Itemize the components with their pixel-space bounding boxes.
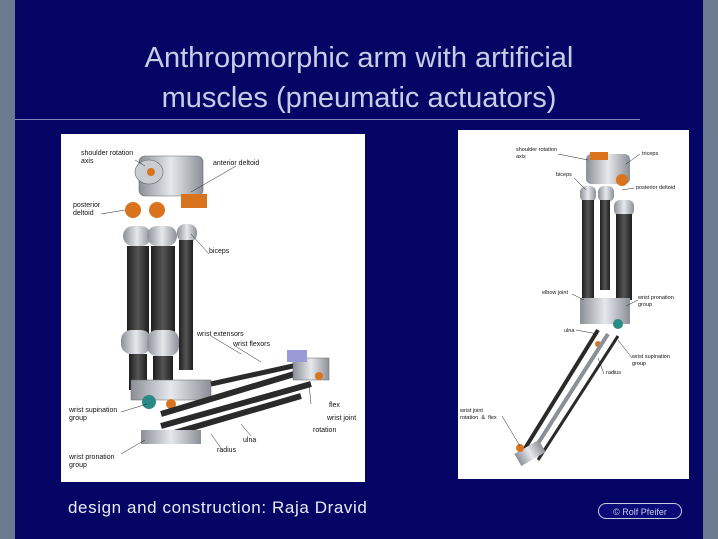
label-posterior-deltoid: posterior deltoid <box>73 202 101 217</box>
label-wrist-joint: wrist joint <box>327 415 357 422</box>
label-elbow-joint: elbow joint <box>542 290 568 296</box>
right-arm-drawing <box>501 152 641 467</box>
label-wrist-pronation-right: wrist pronation group <box>638 295 674 308</box>
label-radius: radius <box>217 447 237 454</box>
label-shoulder-rotation-right: shoulder rotation axis <box>516 147 557 160</box>
label-rotation: rotation <box>313 427 337 434</box>
label-flex: flex <box>329 402 340 409</box>
title-divider <box>15 119 640 120</box>
label-biceps: biceps <box>209 248 230 255</box>
copyright-badge: © Rolf Pfeifer <box>598 503 682 519</box>
label-posterior-deltoid-right: posterior deltoid <box>636 185 676 191</box>
right-arm-figure: shoulder rotation axis triceps biceps po… <box>458 130 689 479</box>
label-triceps: triceps <box>642 151 659 157</box>
label-ulna-right: ulna <box>564 328 575 334</box>
label-biceps-right: biceps <box>556 172 572 178</box>
footer-credit: design and construction: Raja Dravid <box>68 498 368 517</box>
label-shoulder-rotation: shoulder rotation axis <box>81 150 134 165</box>
title-line-1: Anthropmorphic arm with artificial <box>144 42 574 74</box>
label-wrist-extensors: wrist extensors <box>197 331 244 338</box>
label-wrist-pronation: wrist pronation group <box>69 454 115 469</box>
label-wrist-supination: wrist supination group <box>69 407 118 422</box>
left-arm-figure: shoulder rotation axis anterior deltoid … <box>61 134 365 482</box>
label-wrist-joint-right: wrist joint rotation & flex <box>460 408 497 421</box>
left-arm-drawing <box>100 155 330 455</box>
label-ulna: ulna <box>243 437 257 444</box>
label-wrist-flexors: wrist flexors <box>233 341 270 348</box>
label-anterior-deltoid: anterior deltoid <box>213 160 260 167</box>
label-wrist-supination-right: wrist supination group <box>632 354 670 367</box>
label-radius-right: radius <box>606 370 621 376</box>
slide-title: Anthropmorphic arm with artificial muscl… <box>0 38 718 118</box>
title-line-2: muscles (pneumatic actuators) <box>161 82 557 114</box>
